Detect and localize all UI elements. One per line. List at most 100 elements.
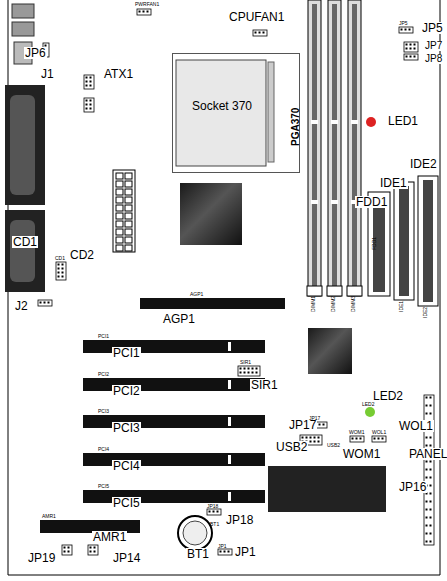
pci-slot bbox=[83, 378, 265, 391]
silkscreen-label: WOL1 bbox=[372, 430, 386, 435]
silkscreen-label: LED2 bbox=[362, 402, 375, 407]
silkscreen-label: USB2 bbox=[327, 443, 340, 448]
pin bbox=[410, 48, 412, 50]
silkscreen-label: IDE2 bbox=[423, 307, 428, 318]
pin bbox=[356, 438, 358, 440]
dimm-notch bbox=[311, 120, 318, 124]
component-label: LED2 bbox=[372, 390, 404, 402]
pin bbox=[374, 438, 376, 440]
dimm-clip bbox=[347, 286, 362, 296]
silkscreen-label: PCI1 bbox=[98, 334, 109, 339]
pin bbox=[406, 48, 408, 50]
pin bbox=[430, 445, 432, 447]
atx-pin bbox=[125, 245, 132, 251]
pin bbox=[147, 11, 149, 13]
pin bbox=[86, 77, 88, 79]
dimm-notch bbox=[331, 120, 338, 124]
pin bbox=[259, 32, 261, 34]
pci-slot-key bbox=[228, 417, 231, 426]
pin bbox=[244, 368, 246, 370]
pin bbox=[310, 437, 312, 439]
pin bbox=[209, 511, 211, 513]
pin bbox=[68, 551, 70, 553]
battery bbox=[178, 516, 212, 550]
pin bbox=[414, 56, 416, 58]
pin bbox=[426, 517, 428, 519]
component-label: PCI1 bbox=[112, 347, 141, 359]
dimm-slot bbox=[328, 0, 341, 296]
component-label: CPUFAN1 bbox=[228, 11, 285, 23]
pin bbox=[318, 441, 320, 443]
component-label: CD1 bbox=[12, 236, 38, 248]
component-label: USB2 bbox=[275, 441, 308, 453]
pin bbox=[319, 424, 321, 426]
component-label: AMR1 bbox=[92, 531, 127, 543]
pin bbox=[430, 525, 432, 527]
parallel-port bbox=[5, 85, 45, 205]
pin bbox=[414, 48, 416, 50]
silkscreen-label: PCI4 bbox=[98, 447, 109, 452]
pin bbox=[430, 517, 432, 519]
pin bbox=[220, 551, 222, 553]
board-details bbox=[38, 0, 438, 555]
component-label: JP1 bbox=[234, 546, 257, 558]
led-red bbox=[366, 117, 376, 127]
pin bbox=[90, 100, 92, 102]
atx-pin bbox=[125, 197, 132, 203]
pin bbox=[256, 372, 258, 374]
pin bbox=[430, 461, 432, 463]
pin bbox=[426, 445, 428, 447]
socket-name: Socket 370 bbox=[192, 100, 252, 112]
socket-type: PGA370 bbox=[291, 108, 301, 146]
northbridge-chip bbox=[180, 183, 242, 245]
silkscreen-label: DIMM1 bbox=[311, 296, 316, 312]
pin bbox=[414, 44, 416, 46]
pin bbox=[224, 551, 226, 553]
pin bbox=[426, 533, 428, 535]
silkscreen-label: JP18 bbox=[207, 504, 218, 509]
pin bbox=[86, 81, 88, 83]
silkscreen-label: CD1 bbox=[55, 256, 65, 261]
pin bbox=[302, 437, 304, 439]
atx-pin bbox=[116, 229, 123, 235]
pin bbox=[314, 441, 316, 443]
dimm-clip bbox=[327, 286, 342, 296]
pin bbox=[426, 509, 428, 511]
pin-header bbox=[404, 54, 418, 60]
dimm-notch bbox=[351, 120, 358, 124]
pin bbox=[62, 268, 64, 270]
pin bbox=[360, 438, 362, 440]
pin-header bbox=[218, 549, 232, 555]
pin-header bbox=[253, 30, 267, 36]
component-label: ATX1 bbox=[103, 68, 134, 80]
pin bbox=[90, 77, 92, 79]
io-chip bbox=[268, 466, 386, 512]
agp-slot bbox=[140, 298, 285, 309]
pin bbox=[382, 438, 384, 440]
pci-slot-key bbox=[228, 380, 231, 389]
silkscreen-label: PCI5 bbox=[98, 484, 109, 489]
pin bbox=[426, 525, 428, 527]
pin bbox=[430, 437, 432, 439]
atx-pin bbox=[125, 173, 132, 179]
pin bbox=[90, 551, 92, 553]
socket-body bbox=[176, 60, 266, 166]
silkscreen-label: PWRFAN1 bbox=[135, 2, 159, 7]
pin-header bbox=[372, 436, 386, 442]
atx-pin bbox=[116, 245, 123, 251]
pin-header bbox=[399, 27, 413, 33]
pin bbox=[310, 441, 312, 443]
drive-header-pins bbox=[399, 186, 409, 296]
pin bbox=[430, 485, 432, 487]
pin bbox=[426, 469, 428, 471]
pin bbox=[430, 469, 432, 471]
pin bbox=[44, 302, 46, 304]
pin bbox=[430, 413, 432, 415]
pin bbox=[248, 372, 250, 374]
pin bbox=[40, 302, 42, 304]
component-label: PCI3 bbox=[112, 422, 141, 434]
pin bbox=[426, 501, 428, 503]
dimm-notch bbox=[331, 200, 338, 204]
led-green bbox=[365, 407, 375, 417]
atx-pin bbox=[116, 181, 123, 187]
